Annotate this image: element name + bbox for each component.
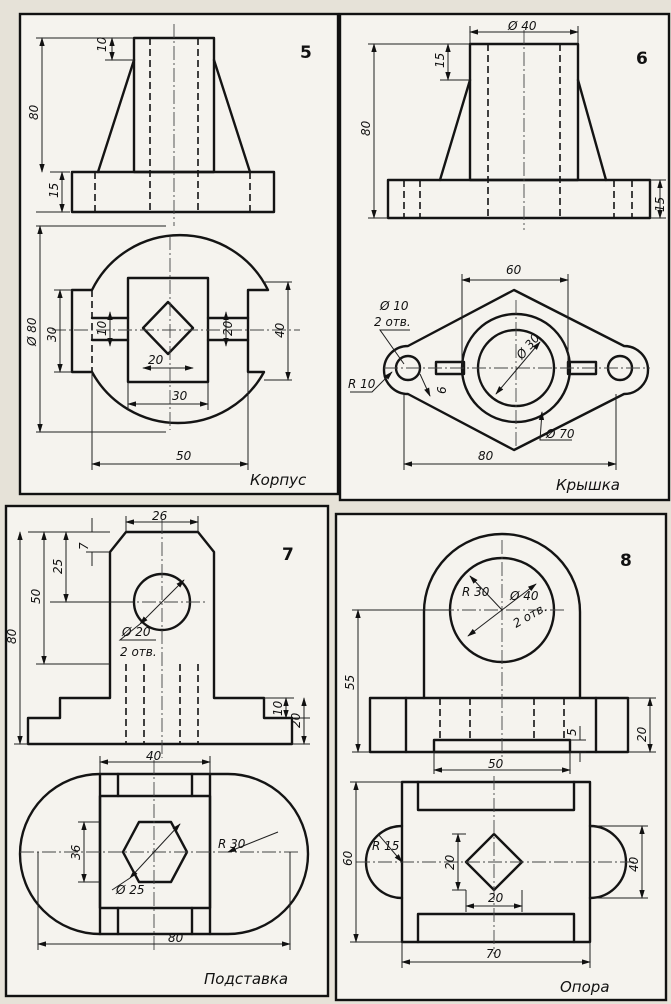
dim-10: 10 [95, 36, 109, 52]
dim-80: 80 [27, 104, 41, 120]
dim-50: 50 [488, 757, 504, 771]
dim-radius-30: R 30 [218, 837, 246, 851]
front-view: Ø 40 15 80 15 [359, 19, 667, 230]
dim-40: 40 [273, 322, 287, 338]
dim-40: 40 [146, 749, 162, 763]
top-view: 40 36 R 30 Ø 25 80 [18, 749, 310, 950]
dim-20: 20 [635, 726, 649, 742]
front-view: 10 80 15 [27, 24, 276, 226]
top-view: Ø 80 30 10 20 20 40 30 50 [25, 225, 300, 470]
dim-20: 20 [148, 353, 164, 367]
dim-radius-30: R 30 [462, 585, 490, 599]
dim-10: 10 [271, 700, 285, 716]
dim-55: 55 [343, 675, 357, 690]
panel-title: Подставка [204, 970, 288, 988]
dim-6: 6 [435, 386, 449, 394]
dim-40: 40 [627, 856, 641, 872]
dim-diameter-10: Ø 10 [379, 299, 409, 313]
dim-20: 20 [221, 320, 235, 336]
panel-number: 5 [300, 43, 312, 63]
dim-5: 5 [565, 728, 579, 736]
dim-70: 70 [486, 947, 502, 961]
dim-80: 80 [478, 449, 494, 463]
panel-7-podstavka: 7 26 7 25 50 80 Ø 20 2 отв. [4, 504, 330, 998]
panel-6-kryshka: 6 Ø 40 15 80 15 [338, 12, 671, 502]
front-view: R 30 Ø 40 2 отв. 55 5 20 50 [343, 532, 656, 774]
panel-number: 7 [282, 545, 294, 565]
dim-20: 20 [488, 891, 504, 905]
panel-frame [4, 504, 330, 998]
panel-frame [18, 12, 340, 496]
dim-7: 7 [77, 542, 91, 550]
holes-count-note: 2 отв. [374, 315, 411, 329]
dim-diameter-40: Ø 40 [509, 589, 539, 603]
dim-26: 26 [152, 509, 168, 523]
dim-80: 80 [168, 931, 184, 945]
dim-60: 60 [341, 850, 355, 866]
dim-80: 80 [359, 120, 373, 136]
dim-diameter-20: Ø 20 [121, 625, 151, 639]
dim-50: 50 [176, 449, 192, 463]
holes-count-note: 2 отв. [120, 645, 157, 659]
dim-diameter-80: Ø 80 [25, 317, 39, 347]
panel-title: Корпус [250, 471, 307, 489]
panel-title: Крышка [556, 476, 620, 494]
dim-30: 30 [172, 389, 188, 403]
panel-8-opora: 8 R 30 Ø 40 2 отв. 55 5 20 [334, 512, 668, 1002]
dim-radius-15: R 15 [372, 839, 399, 853]
dim-30: 30 [45, 326, 59, 342]
dim-60: 60 [506, 263, 522, 277]
dim-15: 15 [433, 53, 447, 68]
panel-number: 6 [636, 49, 648, 69]
panel-5-korpus: 5 10 80 15 [18, 12, 340, 496]
dim-36: 36 [69, 844, 83, 860]
dim-10: 10 [95, 320, 109, 336]
dim-20: 20 [443, 854, 457, 870]
front-view: 26 7 25 50 80 Ø 20 2 отв. 10 20 [5, 509, 310, 758]
dim-20: 20 [289, 712, 303, 728]
dim-diameter-70: Ø 70 [545, 427, 575, 441]
dim-diameter-25: Ø 25 [115, 883, 145, 897]
panel-title: Опора [560, 978, 610, 996]
dim-50: 50 [29, 588, 43, 604]
top-view: 60 Ø 10 2 отв. Ø 30 6 R 10 Ø 70 80 [348, 263, 650, 470]
top-view: 60 R 15 20 40 20 70 [341, 776, 648, 968]
dim-15: 15 [47, 183, 61, 198]
dim-80: 80 [5, 628, 19, 644]
dim-25: 25 [51, 559, 65, 574]
dim-15: 15 [653, 197, 667, 212]
panel-frame [338, 12, 671, 502]
dim-diameter-40: Ø 40 [507, 19, 537, 33]
dim-radius-10: R 10 [348, 377, 376, 391]
panel-number: 8 [620, 551, 632, 571]
